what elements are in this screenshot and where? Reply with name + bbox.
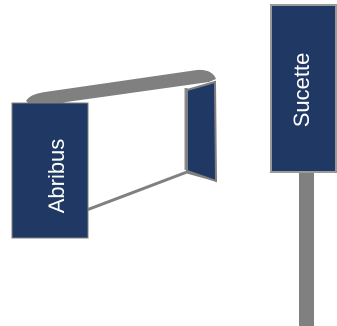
bus-shelter: Abribus — [12, 70, 216, 238]
lollipop-sign-label: Sucette — [289, 53, 314, 128]
bus-shelter-label: Abribus — [44, 139, 69, 214]
bus-shelter-side-panel — [187, 82, 216, 181]
bus-shelter-bottom-rail — [84, 172, 187, 211]
lollipop-sign: Sucette — [271, 5, 336, 326]
lollipop-sign-pole — [299, 171, 314, 326]
